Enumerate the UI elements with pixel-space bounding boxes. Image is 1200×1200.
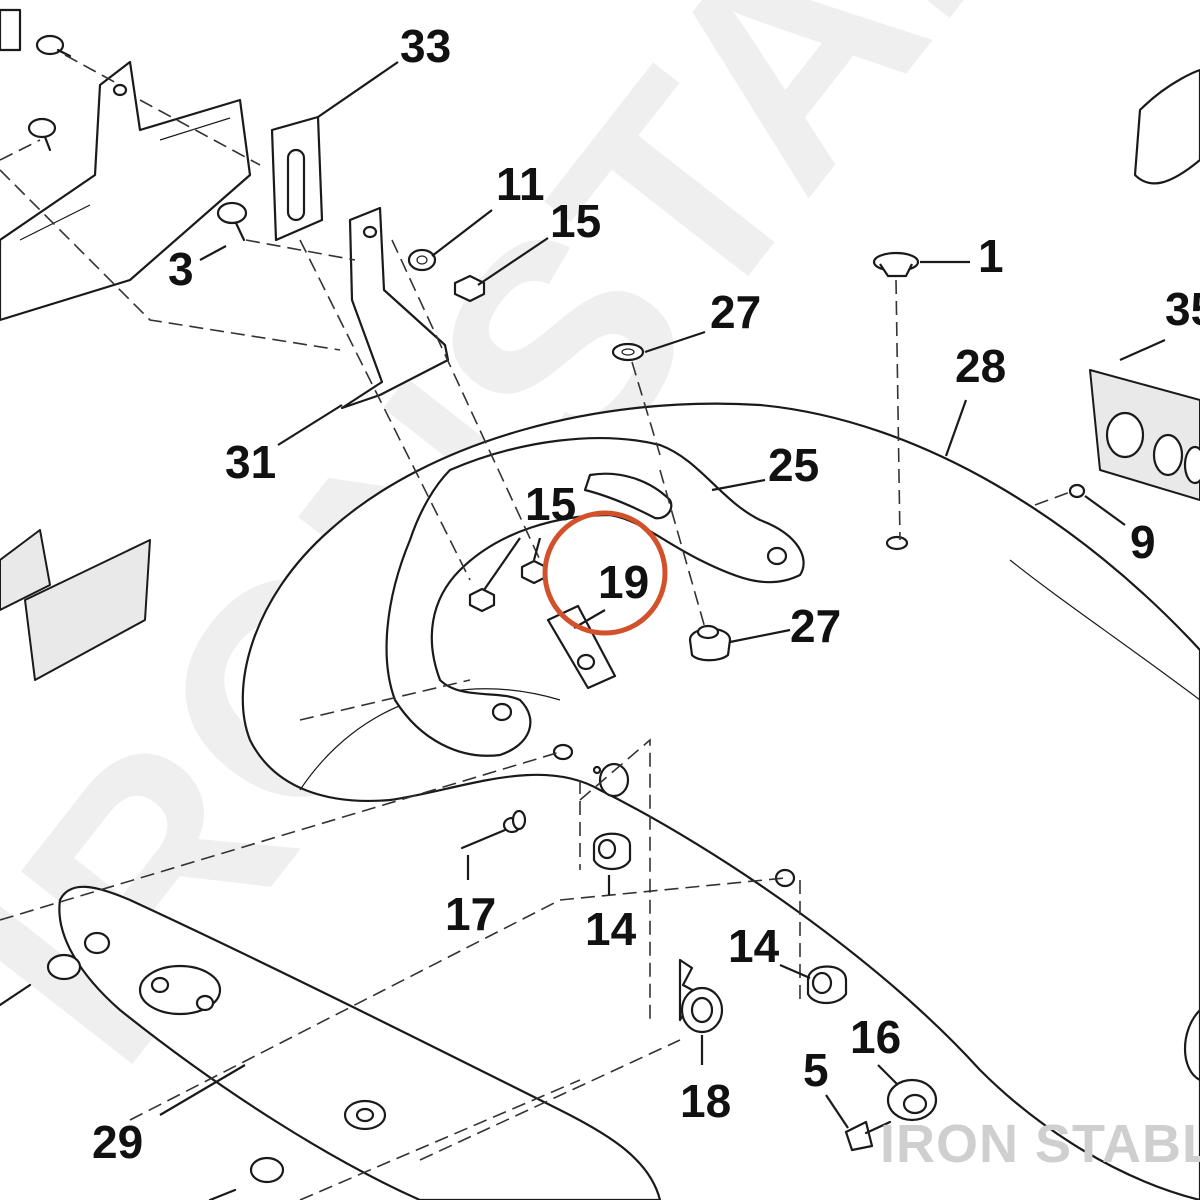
rail-screw — [0, 953, 285, 1200]
brand-logo-text: IRON STABLE — [880, 1114, 1200, 1174]
washer-11 — [407, 248, 437, 272]
leader-lines — [159, 61, 1166, 1129]
spacer-14-left — [592, 832, 632, 871]
fender-support-bracket — [385, 437, 805, 757]
callout-25: 25 — [768, 439, 819, 491]
nut-27-lower — [688, 624, 732, 662]
callout-27-top: 27 — [710, 286, 761, 338]
callout-19: 19 — [598, 556, 649, 608]
callout-28: 28 — [955, 340, 1006, 392]
callout-17: 17 — [445, 888, 496, 940]
callout-11: 11 — [496, 158, 545, 210]
callout-1: 1 — [978, 230, 1004, 282]
callout-5: 5 — [803, 1044, 829, 1096]
reflector-bar-35 — [1089, 369, 1200, 501]
clip-18 — [678, 958, 724, 1034]
callout-35: 35 — [1165, 283, 1200, 335]
left-reflector-blocks — [0, 529, 151, 681]
callout-33: 33 — [400, 20, 451, 72]
callout-18: 18 — [680, 1075, 731, 1127]
right-edge-part — [1183, 1008, 1200, 1082]
grommet-1 — [872, 251, 920, 278]
hardware — [0, 34, 1086, 1200]
callout-labels: 33 11 15 3 1 27 35 28 31 25 15 9 19 27 1… — [92, 20, 1200, 1168]
assembly-dashed-lines — [0, 54, 1071, 1200]
highlight-circle-19 — [542, 510, 668, 636]
fender-rail — [58, 885, 662, 1200]
bolt-top — [35, 34, 72, 58]
callout-14-right: 14 — [728, 920, 780, 972]
nut-15-right — [520, 559, 548, 585]
callout-14-left: 14 — [585, 903, 637, 955]
callout-27-bottom: 27 — [790, 600, 841, 652]
spacer-14-right — [806, 965, 848, 1005]
callout-16: 16 — [850, 1011, 901, 1063]
callout-15-top: 15 — [550, 195, 601, 247]
bolt-3 — [216, 201, 248, 242]
nut-15-left — [468, 587, 496, 613]
nut-15-top — [453, 274, 486, 303]
callout-31: 31 — [225, 436, 276, 488]
washer-9 — [1068, 483, 1086, 499]
plate-19 — [546, 604, 617, 690]
bolt-17 — [460, 809, 527, 850]
callout-29: 29 — [92, 1116, 143, 1168]
washer-16 — [886, 1078, 938, 1122]
callout-9: 9 — [1130, 516, 1156, 568]
clip-27-top — [611, 342, 645, 362]
bolt-5 — [844, 1120, 892, 1152]
bracket-31 — [340, 206, 450, 410]
callout-3: 3 — [168, 243, 194, 295]
plate-33 — [270, 115, 324, 242]
callout-15-mid: 15 — [525, 478, 576, 530]
light-housing — [1133, 68, 1200, 185]
bolt-mid — [27, 117, 57, 152]
fender-mount-plate — [0, 8, 252, 322]
